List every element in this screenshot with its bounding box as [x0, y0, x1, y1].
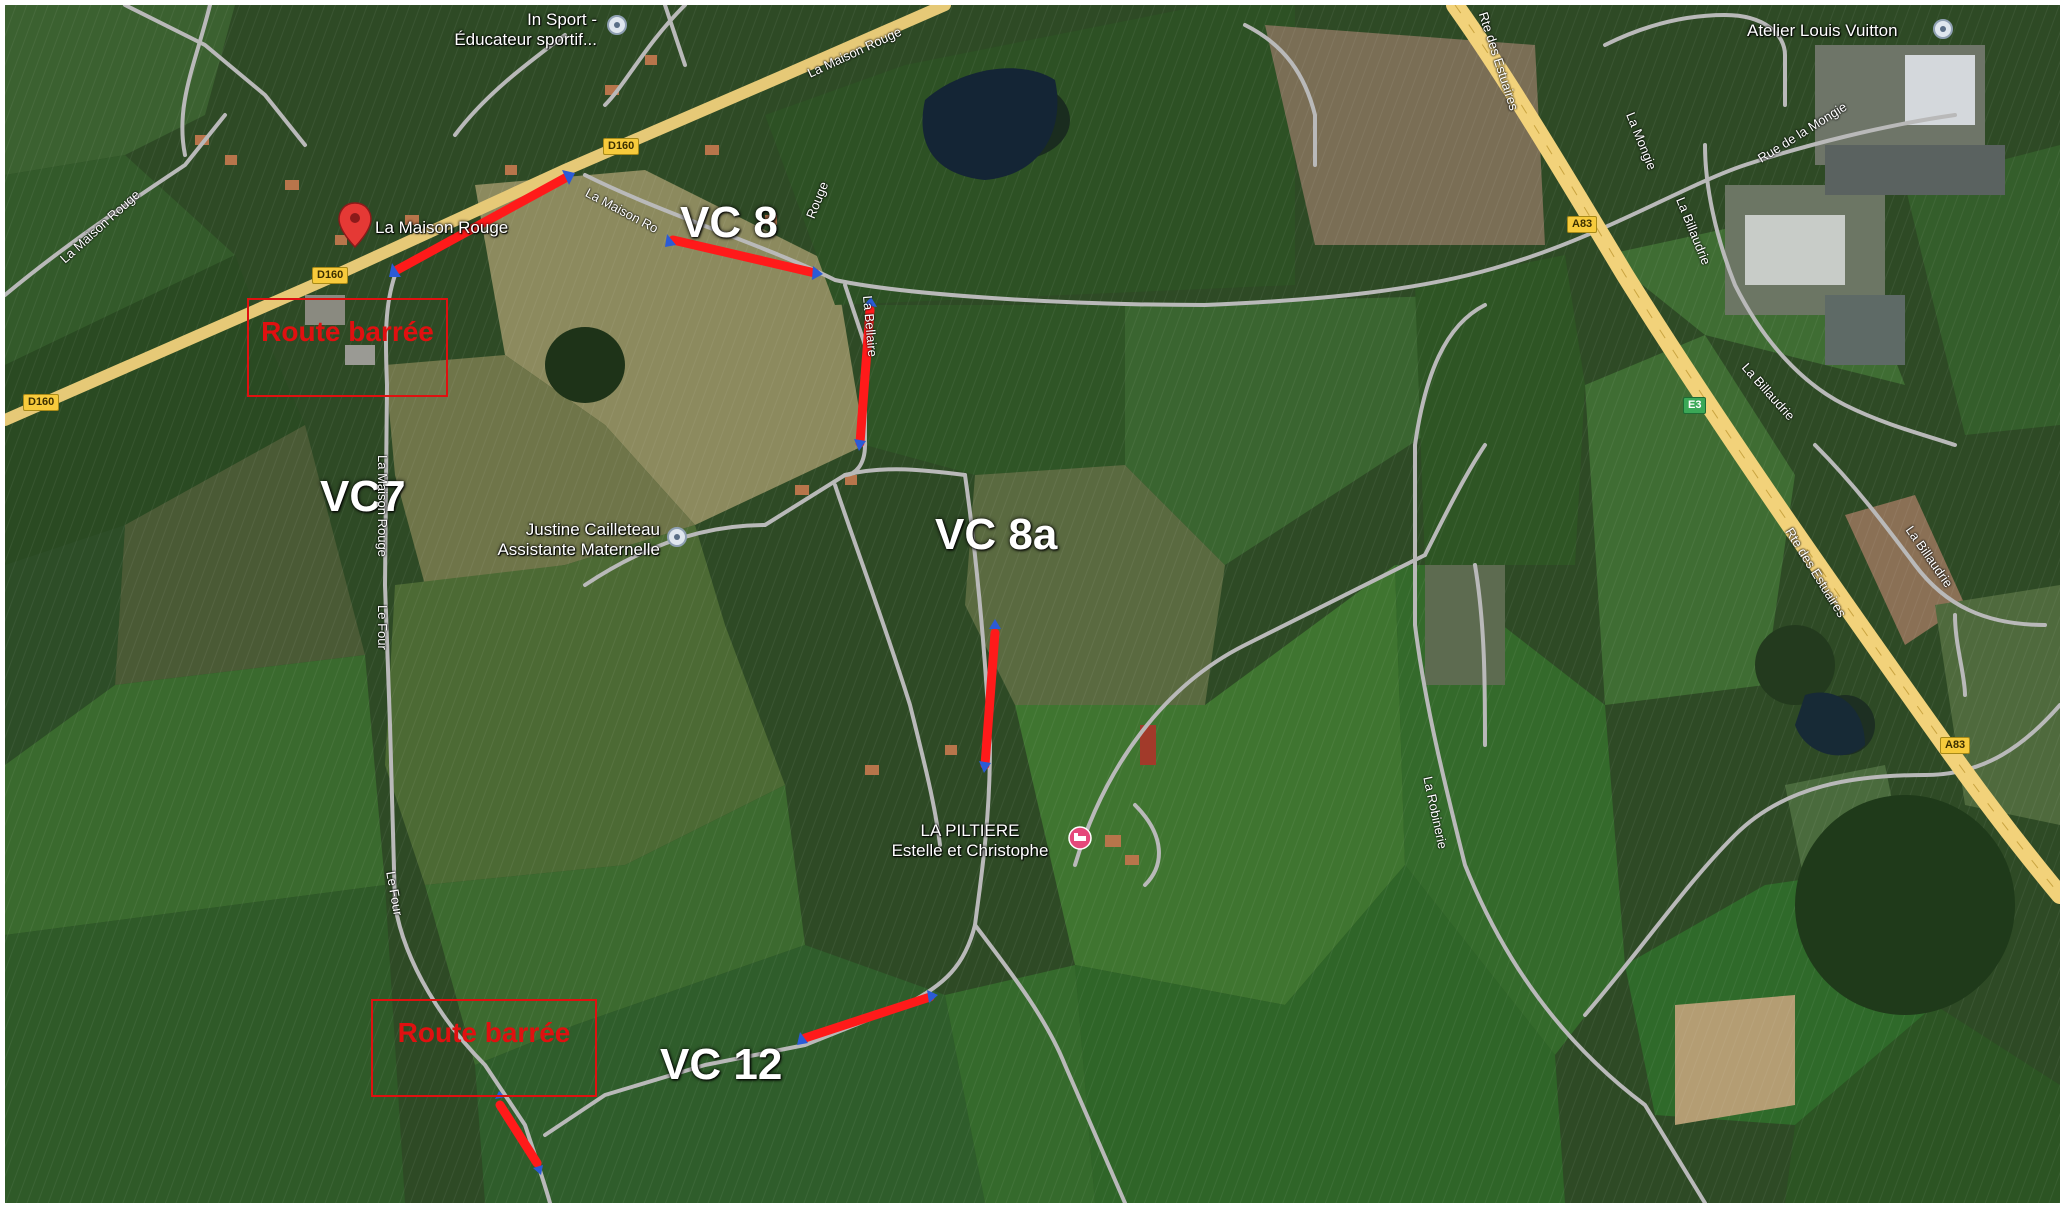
poi-in-sport-line2: Éducateur sportif...	[454, 30, 597, 49]
closure-box-south: Route barrée	[371, 999, 597, 1097]
map-canvas[interactable]	[5, 5, 2060, 1203]
water	[922, 68, 1865, 756]
poi-justine-pin-icon[interactable]	[667, 527, 687, 547]
poi-in-sport-pin-icon[interactable]	[607, 15, 627, 35]
poi-la-piltiere-line2: Estelle et Christophe	[891, 841, 1049, 860]
a83-shield-top: A83	[1567, 216, 1598, 233]
arrow-vc8	[665, 234, 823, 280]
arrow-bellaire	[854, 297, 877, 451]
arrow-vc8a	[979, 619, 1001, 773]
poi-atelier-pin-icon[interactable]	[1933, 19, 1953, 39]
buildings	[195, 55, 1505, 865]
vc8a-label: VC 8a	[935, 510, 1058, 559]
red-location-pin-icon[interactable]	[338, 202, 372, 249]
e3-shield: E3	[1683, 397, 1707, 414]
closure-label-south: Route barrée	[397, 1017, 571, 1048]
d160-shield-left: D160	[23, 394, 60, 411]
d160-shield-top: D160	[603, 138, 640, 155]
arrow-d160	[389, 170, 575, 277]
poi-la-maison-rouge[interactable]: La Maison Rouge	[375, 218, 509, 237]
local-roads	[5, 5, 2060, 1203]
poi-la-piltiere[interactable]: LA PILTIERE Estelle et Christophe	[875, 821, 1065, 861]
poi-justine-cailleteau[interactable]: Justine Cailleteau Assistante Maternelle	[463, 520, 660, 560]
street-le-four-1: Le Four	[375, 605, 390, 650]
lodging-pin-icon[interactable]	[1068, 826, 1092, 850]
poi-in-sport-line1: In Sport -	[527, 10, 597, 29]
vc8-label: VC 8	[680, 198, 778, 247]
vc7-label: VC7	[320, 472, 406, 521]
vc12-label: VC 12	[660, 1040, 783, 1089]
d160-road	[5, 5, 951, 426]
fields	[5, 5, 2060, 1203]
closure-box-north: Route barrée	[247, 298, 448, 397]
poi-in-sport[interactable]: In Sport - Éducateur sportif...	[435, 10, 597, 50]
poi-justine-line1: Justine Cailleteau	[525, 520, 660, 539]
closure-label-north: Route barrée	[261, 316, 434, 347]
d160-shield-mid: D160	[312, 267, 349, 284]
poi-la-piltiere-line1: LA PILTIERE	[920, 821, 1020, 840]
street-la-maison-rouge-vertical: La Maison Rouge	[375, 455, 390, 557]
poi-justine-line2: Assistante Maternelle	[497, 540, 660, 559]
a83-shield-bottom: A83	[1940, 737, 1971, 754]
arrow-vc12	[797, 990, 938, 1045]
industrial-site	[1725, 45, 2005, 365]
poi-atelier-louis-vuitton[interactable]: Atelier Louis Vuitton	[1747, 21, 1898, 40]
satellite-map[interactable]: D160 D160 D160 A83 A83 E3 Route barrée R…	[5, 5, 2060, 1203]
